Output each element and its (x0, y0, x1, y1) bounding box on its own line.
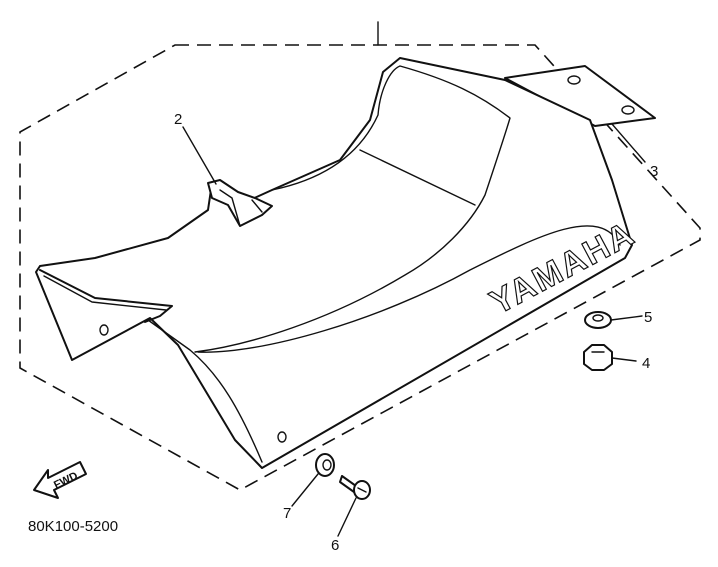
seat-body (35, 57, 633, 469)
leader-line-2 (182, 126, 217, 185)
callout-2: 2 (174, 111, 182, 128)
callout-3: 3 (650, 163, 658, 180)
forward-arrow: FWD (33, 461, 87, 499)
leader-line-3 (611, 123, 646, 163)
callout-5: 5 (644, 309, 652, 326)
drawing-code: 80K100-5200 (28, 518, 118, 535)
washer-part-5 (584, 311, 612, 329)
callout-6: 6 (331, 537, 339, 554)
nut-part-4 (583, 344, 613, 371)
callout-7: 7 (283, 505, 291, 522)
bolt-part-6 (339, 475, 371, 500)
callout-4: 4 (642, 355, 650, 372)
leader-line-6 (337, 497, 357, 537)
collar-part-7 (315, 453, 335, 477)
seat-clip (207, 179, 273, 227)
leader-line-4 (611, 357, 637, 362)
leader-line-5 (610, 315, 643, 321)
leader-line-7 (291, 473, 319, 507)
